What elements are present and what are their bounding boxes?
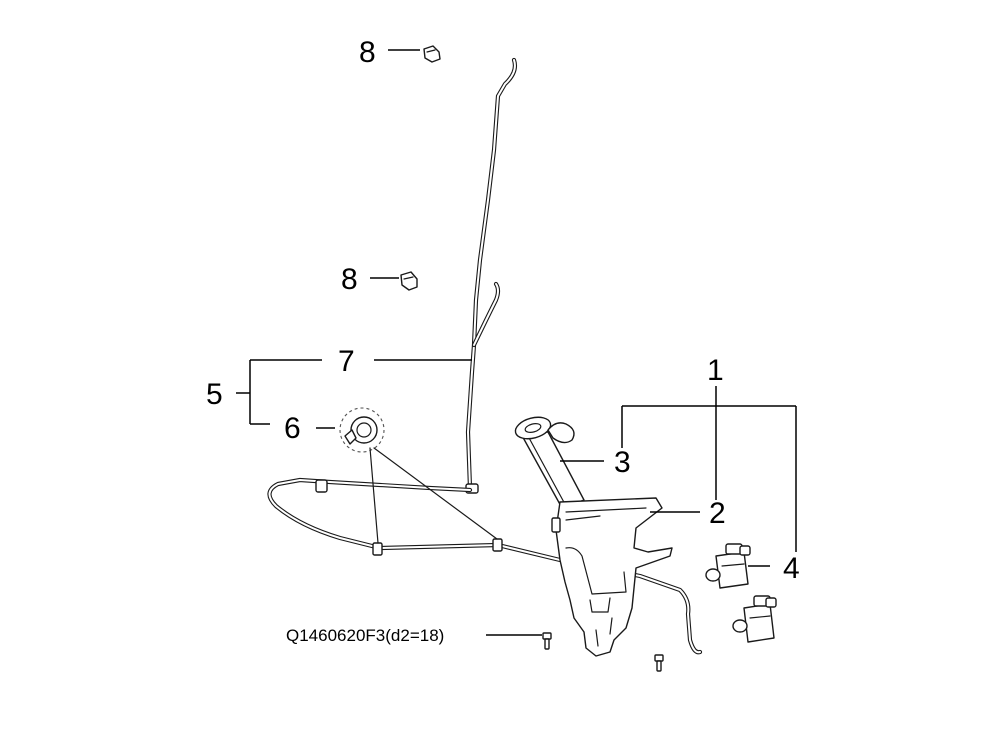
hose-7 [465,57,518,494]
callout-8-upper: 8 [359,36,376,69]
fitting-6 [339,407,498,544]
nozzle-8-upper [423,45,441,63]
callout-3: 3 [614,446,631,479]
hose-assembly-5 [267,477,703,655]
callout-7: 7 [338,345,355,378]
nozzle-8-lower [400,271,418,291]
washer-reservoir-2 [514,416,673,657]
callout-5: 5 [206,378,223,411]
washer-pump-4-lower [732,595,777,643]
bolt-second [654,654,664,672]
leader-lines [236,49,797,636]
bolt-q1460620f3 [542,632,552,650]
callout-4: 4 [783,552,800,585]
callout-6: 6 [284,412,301,445]
callout-1: 1 [707,354,724,387]
callout-8-lower: 8 [341,263,358,296]
washer-pump-4-upper [705,543,751,589]
part-number-label: Q1460620F3(d2=18) [286,626,444,645]
callout-2: 2 [709,497,726,530]
